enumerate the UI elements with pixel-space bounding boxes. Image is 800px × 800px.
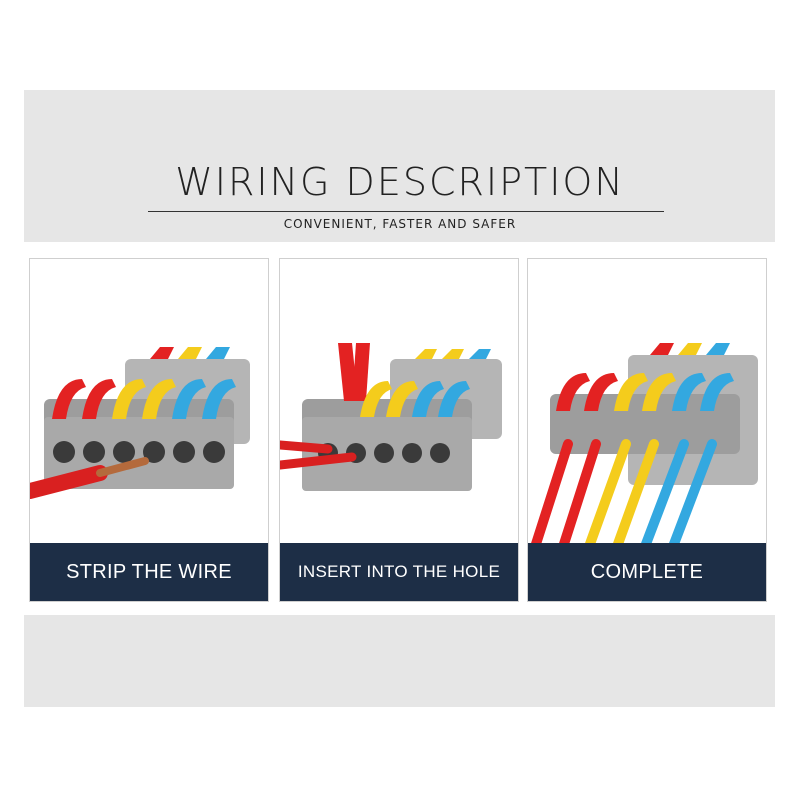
connector-complete-image [531,343,758,549]
connector-stripped-wire-image [30,347,250,499]
page-title: WIRING DESCRIPTION [175,160,625,204]
step-label-strip: STRIP THE WIRE [30,543,268,601]
step-panel-insert: INSERT INTO THE HOLE [279,258,519,602]
connector-insert-wire-image [280,343,502,491]
footer-band [24,615,775,707]
step-panel-complete: COMPLETE [527,258,767,602]
page-subtitle: CONVENIENT, FASTER AND SAFER [283,217,517,231]
step-label-insert: INSERT INTO THE HOLE [280,543,518,601]
header-band [24,90,775,242]
title-divider [148,211,664,212]
step-panel-strip: STRIP THE WIRE [29,258,269,602]
step-label-complete: COMPLETE [528,543,766,601]
